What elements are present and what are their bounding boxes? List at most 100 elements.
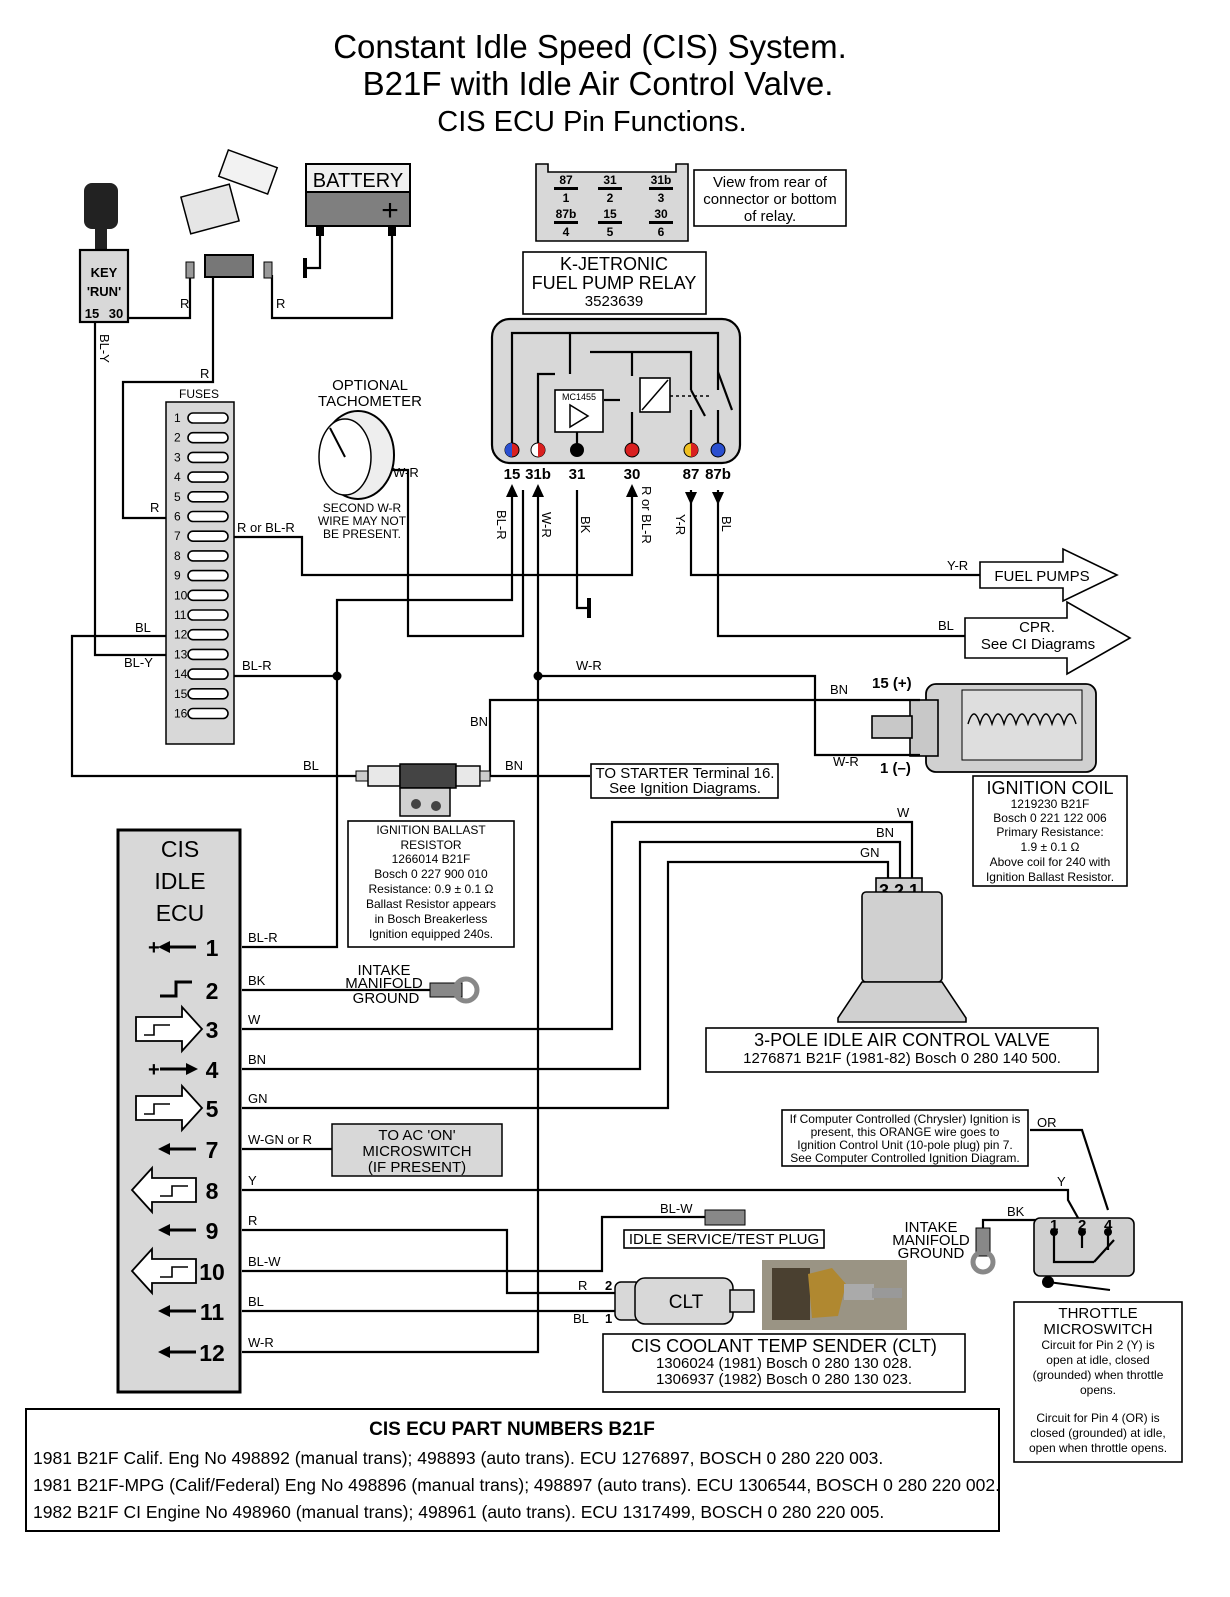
fuse-number: 3: [174, 450, 181, 464]
wire-label-bl-ballast: BL: [303, 758, 319, 773]
ecu-pin-wire-label: BK: [248, 973, 266, 988]
ecu-pin-number: 8: [206, 1178, 219, 1204]
clt-pin-1: 1: [605, 1311, 612, 1326]
coolant-temp-sender: CLT 2 1: [605, 1277, 755, 1326]
cpr-arrow: CPR. See CI Diagrams: [964, 600, 1132, 676]
ecu-pin-wire-label: R: [248, 1213, 257, 1228]
relay-view-note-line-1: View from rear of: [713, 174, 828, 191]
wire-label-y-r-fp: Y-R: [947, 558, 968, 573]
key-pin-30: 30: [109, 306, 123, 321]
fuse-number: 16: [174, 707, 188, 721]
tachometer: OPTIONAL TACHOMETER W-R SECOND W-R WIRE …: [318, 377, 422, 541]
fuse-element: [187, 707, 229, 720]
intake-ground-2-line-2: MANIFOLD: [892, 1232, 970, 1249]
relay-pin-blade: [598, 221, 622, 224]
fuse-13: 13: [174, 647, 229, 661]
relay-view-note-line-2: connector or bottom: [703, 191, 836, 208]
relay-pin-number: 6: [658, 225, 665, 239]
relay-pin-1: 871: [554, 173, 578, 205]
throttle-line-9: open when throttle opens.: [1029, 1441, 1167, 1455]
relay-pin-blade: [554, 221, 578, 224]
wire-label-bl-11: BL: [135, 620, 151, 635]
ac-switch-line-2: MICROSWITCH: [362, 1143, 471, 1160]
fuse-element: [187, 412, 229, 424]
ecu-pin-number: 11: [200, 1299, 225, 1325]
ecu-pin-wire-label: BN: [248, 1052, 266, 1067]
fuse-number: 8: [174, 549, 181, 563]
throttle-line-1: THROTTLE: [1058, 1305, 1137, 1322]
input-arrowhead-icon: [158, 1143, 170, 1155]
intake-ground-1-line-1: INTAKE: [357, 962, 410, 979]
coil-line-1: 1219230 B21F: [1011, 797, 1090, 811]
chrysler-note-line-4: See Computer Controlled Ignition Diagram…: [790, 1151, 1019, 1165]
ac-switch-line-3: (IF PRESENT): [368, 1159, 466, 1176]
ecu-pin-wire-label: BL-W: [248, 1254, 281, 1269]
throttle-line-5: (grounded) when throttle: [1033, 1368, 1164, 1382]
ballast-line-7: in Bosch Breakerless: [375, 912, 488, 926]
fuse-1: 1: [174, 411, 229, 425]
ecu-title-1: CIS: [161, 836, 199, 862]
wire-label-bn-valve: BN: [876, 825, 894, 840]
fuse-14: 14: [174, 667, 229, 681]
ecu-title-2: IDLE: [154, 868, 205, 894]
fuse-number: 11: [174, 608, 187, 622]
ecu-pin-wire-label: W: [248, 1012, 261, 1027]
fuse-element: [187, 431, 229, 444]
relay-pin-number: 5: [607, 225, 614, 239]
relay-terminal-87b: 87b: [705, 466, 731, 483]
intake-ground-2-line-3: GROUND: [898, 1245, 965, 1262]
part-numbers-box: CIS ECU PART NUMBERS B21F 1981 B21F Cali…: [25, 1408, 1000, 1532]
wire-label-bl-w-plug: BL-W: [660, 1201, 693, 1216]
throttle-line-6: opens.: [1080, 1383, 1116, 1397]
relay-terminal-15: 15: [504, 466, 521, 483]
fuse-16: 16: [174, 707, 229, 721]
ecu-pin-number: 5: [206, 1096, 219, 1122]
ballast-label: IGNITION BALLAST RESISTOR 1266014 B21F B…: [347, 820, 515, 948]
intake-ground-1-line-3: GROUND: [353, 990, 420, 1007]
fuse-9: 9: [174, 569, 229, 583]
clt-label-box: CIS COOLANT TEMP SENDER (CLT) 1306024 (1…: [602, 1333, 966, 1393]
fuse-element: [187, 569, 229, 582]
fuse-number: 1: [174, 411, 181, 425]
relay-pin-number: 1: [563, 191, 570, 205]
part-numbers-row-2: 1981 B21F-MPG (Calif/Federal) Eng No 498…: [33, 1475, 1000, 1495]
input-arrowhead-icon: [158, 1224, 170, 1236]
relay-pin-terminal: 15: [603, 207, 617, 221]
tachometer-note-2: WIRE MAY NOT: [318, 514, 407, 528]
chrysler-note-line-1: If Computer Controlled (Chrysler) Igniti…: [790, 1112, 1021, 1126]
fuse-element: [187, 648, 229, 661]
input-arrowhead-icon: [158, 1346, 170, 1358]
wire-label-w-valve: W: [897, 805, 910, 820]
test-plug-text: IDLE SERVICE/TEST PLUG: [629, 1231, 819, 1248]
wire-label-w-r-31b: W-R: [539, 512, 554, 538]
relay-pin-2: 312: [598, 173, 622, 205]
relay-terminal-31b: 31b: [525, 466, 551, 483]
wire-label-r-1: R: [180, 296, 189, 311]
wire-label-w-r-mid: W-R: [576, 658, 602, 673]
ecu-pin-wire-label: Y: [248, 1173, 257, 1188]
part-numbers-title: CIS ECU PART NUMBERS B21F: [369, 1419, 655, 1440]
ballast-line-3: 1266014 B21F: [392, 852, 471, 866]
fuse-element: [187, 490, 229, 503]
title-line-1: Constant Idle Speed (CIS) System.: [333, 28, 847, 65]
microswitch-pin-4: 4: [1104, 1217, 1113, 1234]
ignition-coil-label: IGNITION COIL 1219230 B21F Bosch 0 221 1…: [972, 775, 1128, 887]
throttle-line-8: closed (grounded) at idle,: [1030, 1426, 1165, 1440]
tachometer-label-1: OPTIONAL: [332, 377, 408, 394]
part-numbers-row-3: 1982 B21F CI Engine No 498960 (manual tr…: [33, 1502, 884, 1522]
ecu-pin-wire-label: W-R: [248, 1335, 274, 1350]
relay-pin-terminal: 31: [603, 173, 617, 187]
coil-line-3: Primary Resistance:: [996, 825, 1103, 839]
fuse-12: 12: [174, 628, 229, 642]
relay-label-line-1: K-JETRONIC: [560, 254, 668, 274]
fuse-number: 4: [174, 470, 181, 484]
ecu-pin-number: 2: [206, 978, 219, 1004]
plus-icon: +: [148, 1059, 160, 1081]
fuse-6: 6: [174, 510, 229, 524]
